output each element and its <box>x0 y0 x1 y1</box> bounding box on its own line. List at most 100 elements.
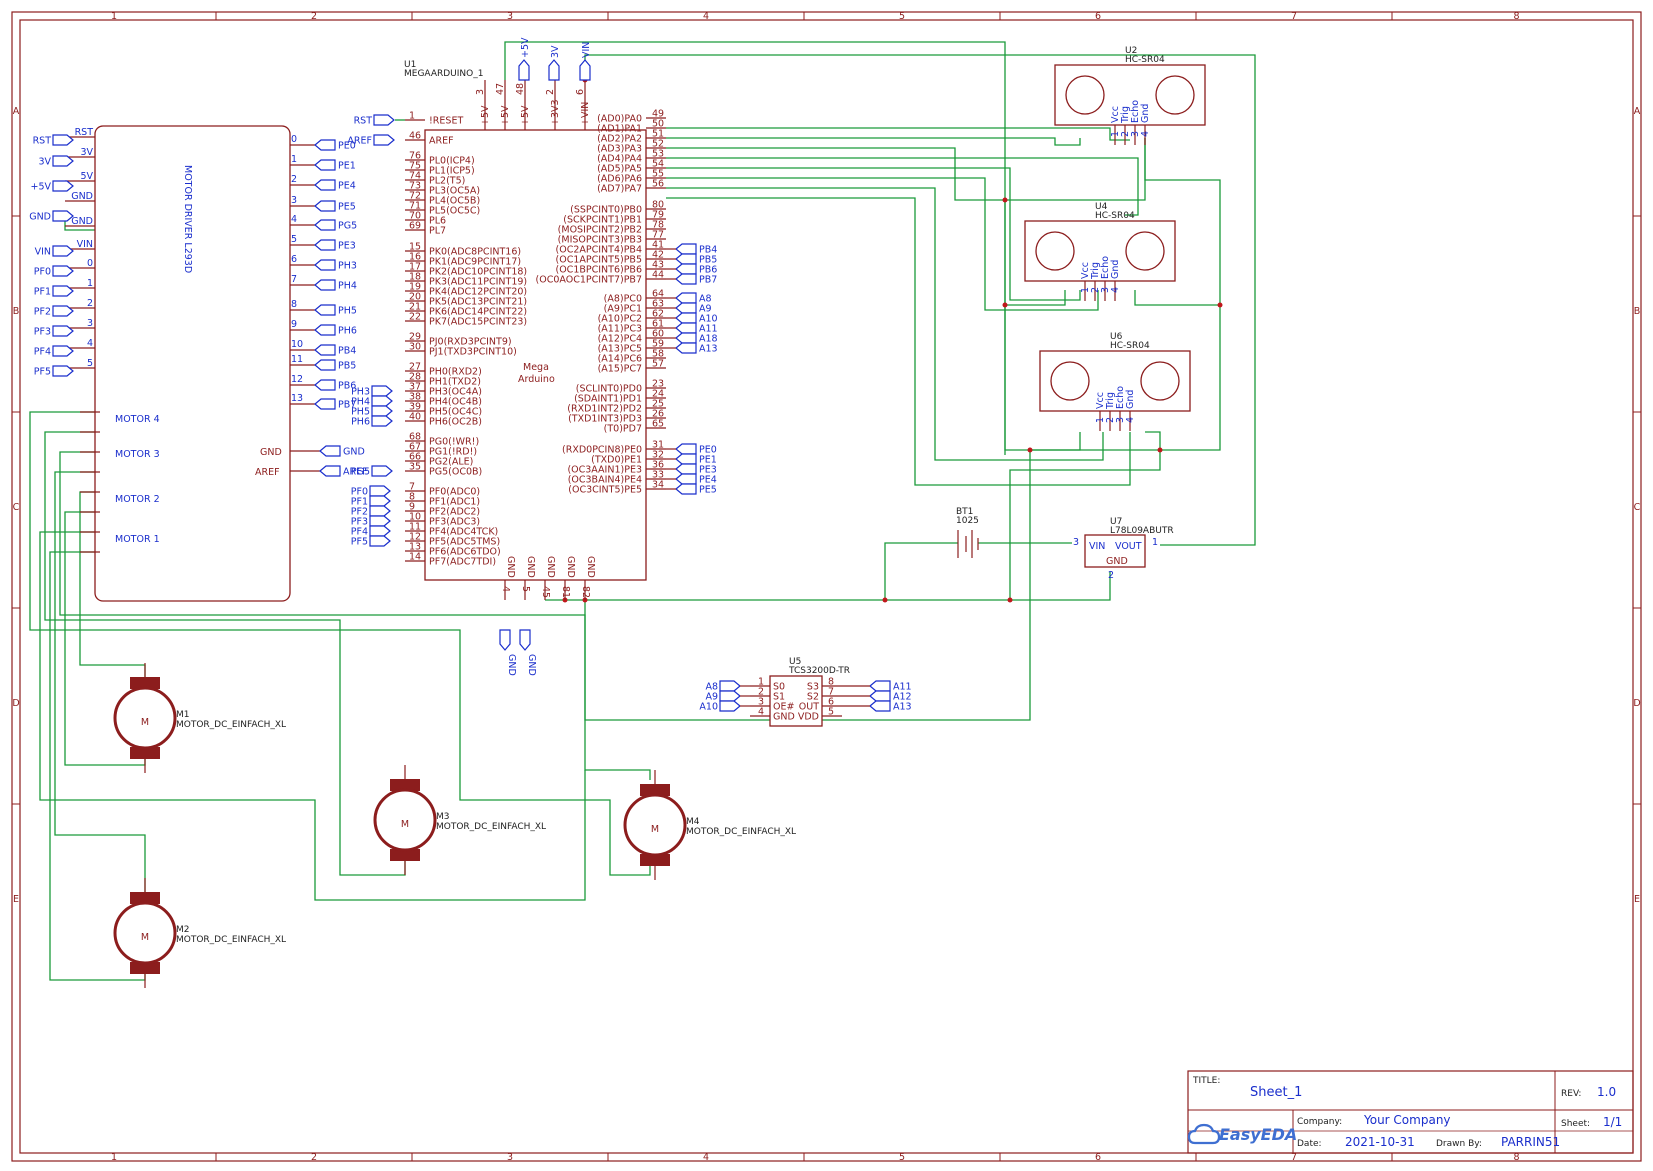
sensor-u6-pin-name-3: Echo <box>1115 386 1126 409</box>
u1-left-pin-num-70: 70 <box>409 211 421 222</box>
driver-left-pin-name-7: 1 <box>87 278 93 289</box>
flag-u1-pf1: PF1 <box>351 495 391 508</box>
u1-left-pin-num-14: 14 <box>409 552 421 563</box>
u5-right-pin-num-8: 8 <box>828 677 834 688</box>
u1-left-pin-num-11: 11 <box>409 522 421 533</box>
battery-ref: BT1 <box>956 507 973 517</box>
u1-right-pin-name-26: (TXD1INT3)PD3 <box>568 414 642 425</box>
frame-col-bottom-5: 5 <box>899 1152 905 1163</box>
motor-ref-m4: M4 <box>686 817 700 827</box>
junction-6 <box>882 597 888 603</box>
u1-right-pin-num-51: 51 <box>652 129 664 140</box>
flag-driver-right-ph3-6: PH3 <box>314 259 357 272</box>
flag-u1-pb6-label: PB6 <box>699 265 717 276</box>
flag-driver-left-3v-1: 3V <box>38 155 74 168</box>
u1-right-pin-name-43: (OC1BPCINT6)PB6 <box>556 265 643 276</box>
flag-u1-pf4-label: PF4 <box>351 527 368 538</box>
u1-left-pin-num-22: 22 <box>409 312 421 323</box>
junction-8 <box>1217 302 1223 308</box>
flag-u1-pf5: PF5 <box>351 535 391 548</box>
motor-glyph-m4: M <box>651 824 659 835</box>
u1-left-pin-name-39: PH5(OC4C) <box>429 407 482 418</box>
frame-col-top-1: 1 <box>111 11 117 22</box>
u1-left-pin-name-12: PF5(ADC5TMS) <box>429 537 500 548</box>
u1-left-pin-num-69: 69 <box>409 221 421 232</box>
flag-rst-u1: RST <box>354 114 395 127</box>
flag-u1-ph5-label: PH5 <box>351 407 370 418</box>
dc-motors: MM1MOTOR_DC_EINFACH_XLMM2MOTOR_DC_EINFAC… <box>113 663 796 988</box>
flag-driver-left-pf1-6-label: PF1 <box>34 287 51 298</box>
title-value: Sheet_1 <box>1250 1085 1302 1100</box>
u1-right-pin-name-77: (MISOPCINT3)PB3 <box>558 235 642 246</box>
flag-driver-right-pg5-4: PG5 <box>314 219 357 232</box>
flag-driver-right-ph5-8-label: PH5 <box>338 306 357 317</box>
u1-left-pin-num-72: 72 <box>409 191 421 202</box>
u1-right-pin-name-60: (A12)PC4 <box>598 334 642 345</box>
motor-ref-m1: M1 <box>176 710 190 720</box>
u1-right-pin-name-80: (SSPCINT0)PB0 <box>570 205 642 216</box>
frame-row-left-E: E <box>13 894 19 905</box>
frame-col-bottom-6: 6 <box>1095 1152 1101 1163</box>
flag-driver-right-ph6-9-label: PH6 <box>338 326 357 337</box>
flag-u5-a13-label: A13 <box>893 702 912 713</box>
u1-bottom-pin-name-82: GND <box>585 556 596 578</box>
sensor-u4-pin-num-3: 3 <box>1100 287 1111 293</box>
sensor-u6-pin-name-2: Trig <box>1105 392 1116 410</box>
u5-right-pin-name-5: VDD <box>798 712 819 723</box>
sensor-u2-pin-name-1: Vcc <box>1110 106 1121 123</box>
flag-top-plus5v: +5V <box>518 37 531 81</box>
flag-driver-right-pe4-2-label: PE4 <box>338 181 356 192</box>
color-sensor-part: TCS3200D-TR <box>788 666 850 676</box>
wire-15 <box>1145 431 1161 450</box>
driver-left-pin-name-10: 4 <box>87 338 93 349</box>
wire-13 <box>1160 305 1221 451</box>
flag-aref-u1-label: AREF <box>347 136 372 147</box>
sheet-value: 1/1 <box>1603 1115 1622 1129</box>
u1-left-pin-name-22: PK7(ADC15PCINT23) <box>429 317 527 328</box>
driver-right-pin-num-4: 4 <box>291 214 297 225</box>
sensor-u2-pin-name-4: Gnd <box>1140 104 1151 123</box>
flag-aref-u1: AREF <box>347 134 395 147</box>
wire-10 <box>666 197 1131 486</box>
flag-u1-pe5: PE5 <box>675 483 717 496</box>
flag-u1-pe1: PE1 <box>675 453 717 466</box>
frame-row-right-E: E <box>1634 894 1640 905</box>
u1-right-pin-num-55: 55 <box>652 169 664 180</box>
battery-value: 1025 <box>956 516 979 526</box>
flag-driver-right-pe5-3: PE5 <box>314 200 356 213</box>
flag-driver-left-pf5-10-label: PF5 <box>34 367 51 378</box>
regulator-ref: U7 <box>1110 517 1122 527</box>
flag-driver-left-pf4-9-label: PF4 <box>34 347 51 358</box>
driver-right-pin-num-7: 7 <box>291 274 297 285</box>
flag-driver-aref: AREF <box>319 465 368 478</box>
u5-left-pin-num-1: 1 <box>758 677 764 688</box>
u1-right-pin-name-36: (OC3AAIN1)PE3 <box>567 465 642 476</box>
driver-aref-label: AREF <box>255 467 280 478</box>
u1-left-pin-name-74: PL2(T5) <box>429 176 465 187</box>
u1-right-pin-num-24: 24 <box>652 389 664 400</box>
flag-driver-left-gnd-3-label: GND <box>29 212 51 223</box>
u5-left-pin-num-4: 4 <box>758 707 764 718</box>
u1-right-pin-num-31: 31 <box>652 440 664 451</box>
flag-driver-left-vin-4-label: VIN <box>35 247 51 258</box>
u1-bottom-pin-name-45: GND <box>545 556 556 578</box>
flag-u1-pf0-label: PF0 <box>351 487 368 498</box>
u1-left-pin-num-37: 37 <box>409 382 421 393</box>
flag-driver-right-pe4-2: PE4 <box>314 179 356 192</box>
u1-left-pin-name-75: PL1(ICP5) <box>429 166 475 177</box>
u1-left-pin-name-46: AREF <box>429 136 454 147</box>
sensor-u6-pin-num-4: 4 <box>1125 417 1136 423</box>
u1-right-pin-num-49: 49 <box>652 109 664 120</box>
sensor-ref-u6: U6 <box>1110 332 1123 342</box>
u5-right-pin-name-6: OUT <box>799 702 819 713</box>
u1-left-pin-num-10: 10 <box>409 512 421 523</box>
u1-top-pin-name-3: +5V <box>480 105 491 126</box>
wire-4 <box>666 137 1081 146</box>
flag-driver-right-pe3-5: PE3 <box>314 239 356 252</box>
u5-right-pin-num-6: 6 <box>828 697 834 708</box>
regulator-vin: VIN <box>1089 541 1105 552</box>
u5-left-pin-name-1: S0 <box>773 682 785 693</box>
u1-right-pin-num-56: 56 <box>652 179 664 190</box>
